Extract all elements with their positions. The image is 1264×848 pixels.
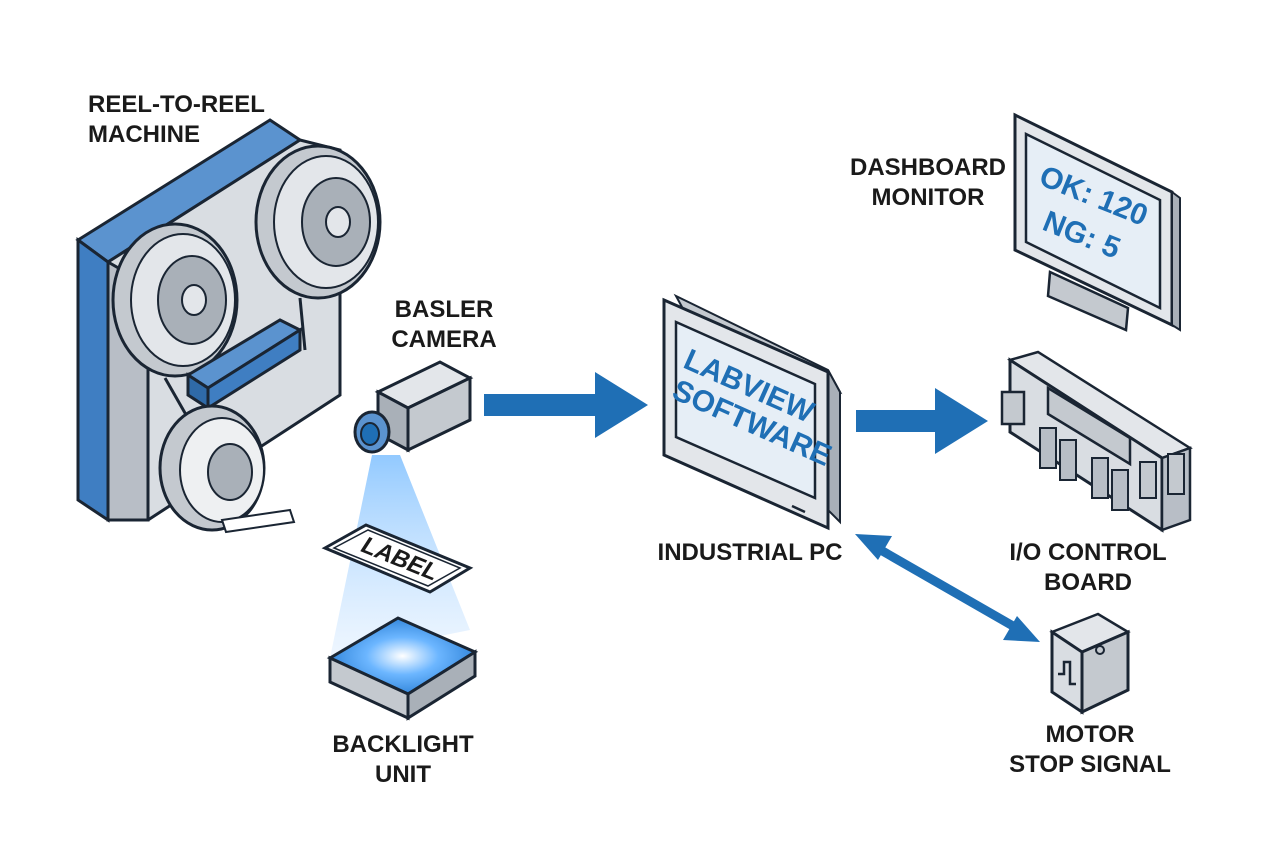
motor-stop-device: [1049, 612, 1131, 715]
reel-machine: [75, 118, 382, 534]
monitor-screen: [1024, 131, 1162, 311]
io-board-label-line2: BOARD: [1044, 569, 1132, 596]
monitor-label-line2: MONITOR: [872, 184, 985, 211]
camera-icon: [353, 360, 474, 454]
io-board-display: [1046, 385, 1132, 467]
industrial-pc: LABVIEW SOFTWARE: [662, 293, 843, 531]
step-signal-icon: [1058, 645, 1105, 686]
pc-screen: [674, 320, 817, 500]
reel-machine-label-line2: MACHINE: [88, 121, 200, 148]
io-board: [1000, 350, 1193, 533]
dashboard-monitor: OK: 120 NG: 5: [1013, 112, 1181, 332]
arrow-right-icon-2: [856, 388, 988, 454]
pc-caption: INDUSTRIAL PC: [658, 539, 843, 566]
arrow-right-icon: [484, 372, 648, 438]
camera-label-line1: BASLER: [395, 296, 494, 323]
reel-machine-label-line1: REEL-TO-REEL: [88, 91, 265, 118]
backlight-icon: [326, 616, 479, 721]
backlight-label-line2: UNIT: [375, 761, 431, 788]
motor-stop-label-line2: STOP SIGNAL: [1009, 751, 1171, 778]
reel-lower: [158, 404, 266, 532]
backlight-label-line1: BACKLIGHT: [332, 731, 474, 758]
io-terminals: [1039, 427, 1185, 511]
double-arrow-icon: [855, 534, 1040, 642]
monitor-label-line1: DASHBOARD: [850, 154, 1006, 181]
reel-upper-left: [111, 222, 239, 378]
camera-label-line2: CAMERA: [391, 326, 496, 353]
reel-upper-right: [254, 144, 382, 300]
io-board-label-line1: I/O CONTROL: [1009, 539, 1166, 566]
motor-stop-label-line1: MOTOR: [1046, 721, 1135, 748]
